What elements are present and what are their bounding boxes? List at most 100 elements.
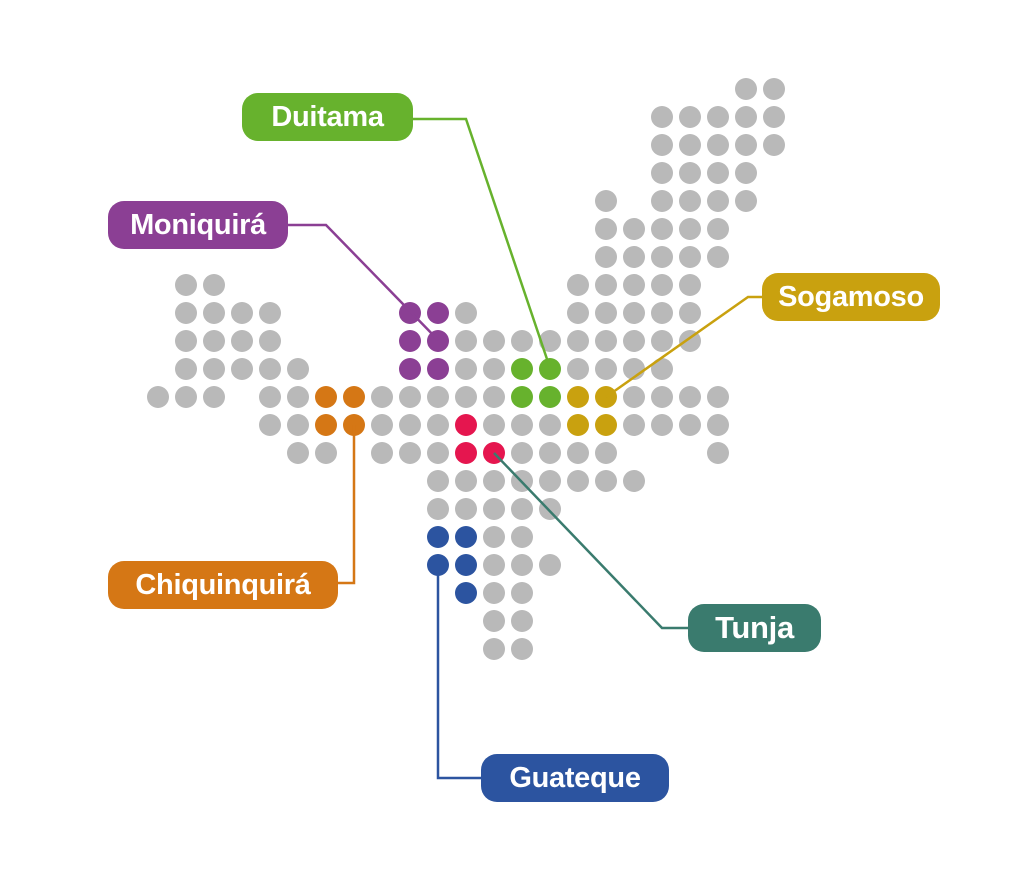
dot [511,610,533,632]
dot [399,442,421,464]
dot [567,358,589,380]
dot [483,470,505,492]
dot [567,330,589,352]
dot [259,302,281,324]
region-label-tunja[interactable]: Tunja [688,604,821,652]
dot [371,386,393,408]
dot [455,498,477,520]
dot [623,414,645,436]
dot [679,386,701,408]
dot [651,218,673,240]
dot [175,330,197,352]
dot-moniquira [399,330,421,352]
dot [203,358,225,380]
dot [763,134,785,156]
dot [483,498,505,520]
dot [483,638,505,660]
dot [483,330,505,352]
dot [175,358,197,380]
region-label-guateque[interactable]: Guateque [481,754,669,802]
dot [483,610,505,632]
dot [511,498,533,520]
dot [567,302,589,324]
dot [707,162,729,184]
dot [679,414,701,436]
leader-line-sogamoso [605,295,762,399]
dot [595,330,617,352]
dot [287,358,309,380]
dot [203,330,225,352]
dot-moniquira [399,358,421,380]
leader-lines [288,117,762,780]
dot [679,246,701,268]
leader-line-duitama [413,117,552,369]
dot [763,78,785,100]
dot [259,386,281,408]
dot [483,526,505,548]
region-label-sogamoso[interactable]: Sogamoso [762,273,940,321]
dot [679,302,701,324]
dot [287,442,309,464]
dot [203,386,225,408]
dot-duitama [511,358,533,380]
dot-sogamoso [567,414,589,436]
region-label-chiquinquira[interactable]: Chiquinquirá [108,561,338,609]
dot-sogamoso [567,386,589,408]
dot [567,442,589,464]
dot [175,386,197,408]
region-label-moniquira[interactable]: Moniquirá [108,201,288,249]
dot [623,330,645,352]
dot [483,358,505,380]
region-label-duitama[interactable]: Duitama [242,93,413,141]
dot [259,414,281,436]
dot [651,190,673,212]
leader-line-chiquinquira [338,425,356,585]
dot [231,358,253,380]
dot [203,274,225,296]
dot [707,246,729,268]
dot [175,274,197,296]
dot [175,302,197,324]
dot [623,274,645,296]
dot [539,554,561,576]
dot [679,190,701,212]
dot-guateque [427,554,449,576]
dot [595,190,617,212]
dot [455,386,477,408]
dot [707,218,729,240]
dot [539,414,561,436]
dot [595,218,617,240]
dot [315,442,337,464]
dot [623,386,645,408]
dot [371,414,393,436]
dot [595,274,617,296]
dot [427,498,449,520]
dot [735,78,757,100]
dot [539,498,561,520]
dot-chiquinquira [343,386,365,408]
dot [595,470,617,492]
dot [707,442,729,464]
dot [651,414,673,436]
dot [455,330,477,352]
dot [679,162,701,184]
dot [707,414,729,436]
dot [455,302,477,324]
dot-chiquinquira [315,386,337,408]
dot [707,134,729,156]
dot [259,330,281,352]
dot [399,414,421,436]
dot [539,330,561,352]
dot [511,638,533,660]
dot [231,330,253,352]
dot [679,106,701,128]
dot [147,386,169,408]
dot [651,302,673,324]
dot [511,582,533,604]
dot [455,470,477,492]
dot [511,442,533,464]
dot [595,442,617,464]
dot [567,470,589,492]
dot [679,218,701,240]
